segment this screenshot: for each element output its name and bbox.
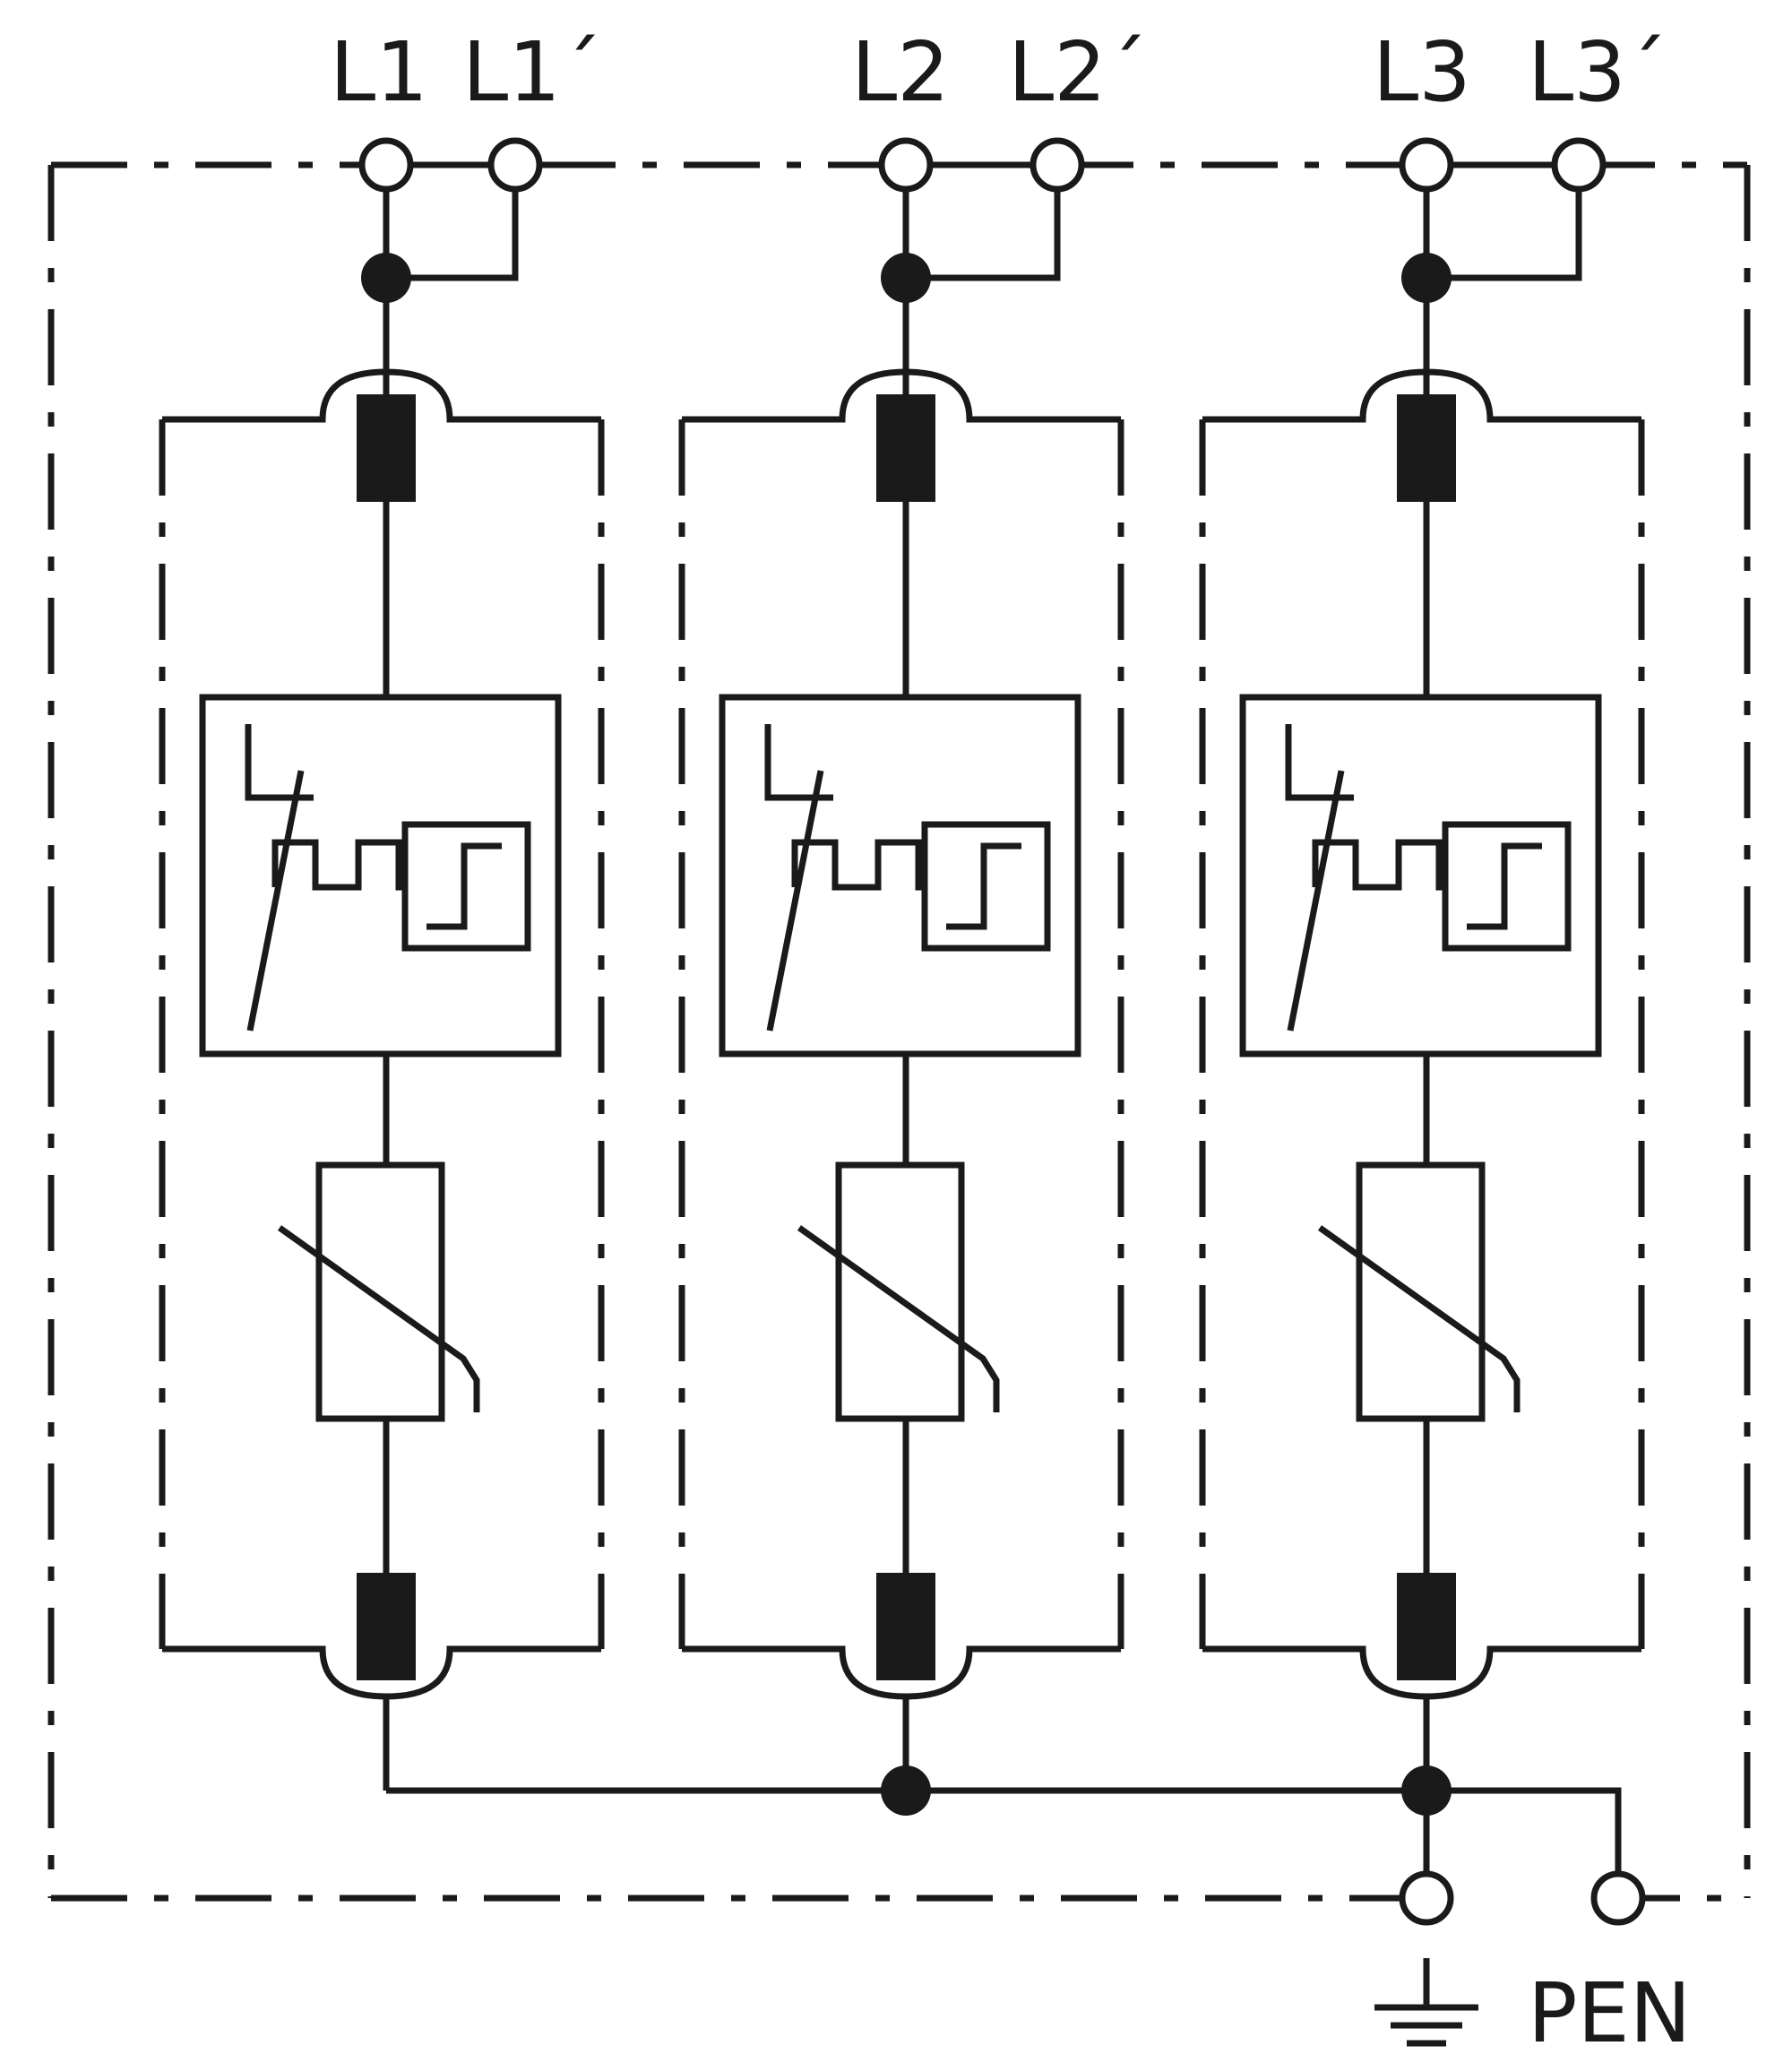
label-pen: PEN: [1528, 1965, 1691, 2061]
thermal-disconnector-icon: [1239, 694, 1602, 1057]
terminal-l3-prime: [1551, 137, 1607, 193]
terminal-l3: [1399, 137, 1454, 193]
label-l3: L3: [1373, 24, 1471, 120]
junction-dot-icon: [881, 253, 931, 303]
junction-dot-icon: [1401, 1765, 1452, 1816]
label-l3-prime: L3´: [1528, 24, 1667, 120]
protection-module-l1: [159, 278, 605, 1791]
terminal-l1-prime: [487, 137, 543, 193]
pen-bus-wiring: [386, 1787, 1622, 1898]
terminal-l1: [358, 137, 414, 193]
protection-module-l3: [1199, 278, 1645, 1898]
varistor-icon: [315, 1161, 445, 1422]
spark-gap-icon-lower: [1397, 1573, 1456, 1680]
protection-module-l2: [678, 278, 1124, 1791]
junction-dot-icon: [361, 253, 411, 303]
terminal-l2: [878, 137, 934, 193]
junction-dot-icon: [1401, 253, 1452, 303]
junction-dot-icon: [881, 1765, 931, 1816]
spark-gap-icon-lower: [357, 1573, 416, 1680]
top-terminal-wiring: [383, 161, 1582, 281]
ground-icon: [1374, 1958, 1478, 2047]
terminal-ground: [1399, 1870, 1454, 1926]
label-l1-prime: L1´: [462, 24, 602, 120]
spark-gap-icon: [357, 394, 416, 502]
label-l2-prime: L2´: [1008, 24, 1148, 120]
label-l1: L1: [330, 24, 428, 120]
terminal-pen: [1590, 1870, 1646, 1926]
thermal-disconnector-icon: [719, 694, 1081, 1057]
spark-gap-icon: [1397, 394, 1456, 502]
thermal-disconnector-icon: [199, 694, 562, 1057]
spark-gap-icon: [876, 394, 935, 502]
label-l2: L2: [851, 24, 950, 120]
varistor-icon: [835, 1161, 965, 1422]
spark-gap-icon-lower: [876, 1573, 935, 1680]
terminal-l2-prime: [1030, 137, 1085, 193]
varistor-icon: [1356, 1161, 1486, 1422]
